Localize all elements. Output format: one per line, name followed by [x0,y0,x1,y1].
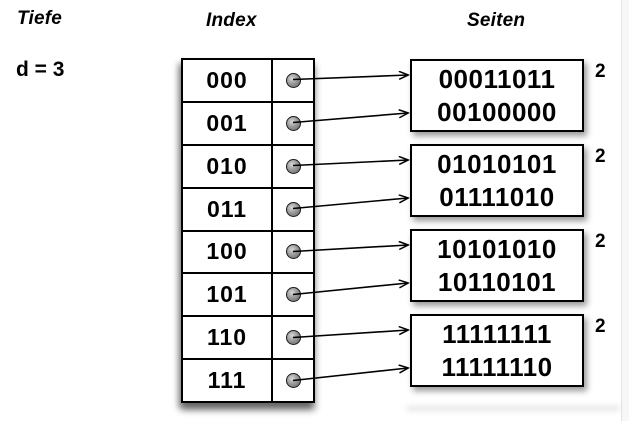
pointer-cell [273,317,313,358]
bottom-shadow [406,406,620,411]
directory-index-table: 000 001 010 011 100 101 110 111 [181,58,315,403]
column-header-pages: Seiten [467,10,526,31]
index-row: 100 [183,231,313,275]
index-row: 110 [183,317,313,361]
index-row: 011 [183,188,313,232]
index-cell-label: 000 [183,60,273,101]
pointer-dot-icon [285,201,301,217]
local-depth-value: 2 [595,231,606,252]
slide-edge-strip [621,0,629,421]
pointer-cell [273,274,313,315]
page-entry: 11111111 [442,318,552,349]
index-cell-label: 100 [183,231,273,273]
pointer-cell [273,189,313,230]
pointer-dot-icon [285,373,301,389]
page-bucket: 00011011 00100000 [410,59,584,132]
page-entry: 11111110 [441,351,553,382]
column-header-depth: Tiefe [17,8,63,29]
page-bucket: 11111111 11111110 [410,314,584,387]
pointer-dot-icon [285,115,301,131]
index-cell-label: 111 [183,360,273,401]
index-row: 010 [183,145,313,189]
page-entry: 01010101 [437,148,557,179]
index-row: 111 [183,360,313,401]
pointer-dot-icon [285,72,301,88]
index-cell-label: 001 [183,102,273,144]
index-cell-label: 101 [183,274,273,316]
pointer-cell [273,103,313,144]
local-depth-value: 2 [595,146,606,167]
index-row: 000 [183,60,313,103]
page-bucket: 10101010 10110101 [410,229,584,302]
global-depth-value: d = 3 [16,58,65,81]
index-cell-label: 010 [183,145,273,187]
page-bucket: 01010101 01111010 [410,144,584,217]
page-entry: 00011011 [438,63,556,94]
pointer-dot-icon [285,287,301,303]
pointer-dot-icon [285,158,301,174]
index-cell-label: 110 [183,317,273,359]
pointer-dot-icon [285,330,301,346]
pointer-cell [273,232,313,273]
page-entry: 01111010 [439,181,555,212]
index-row: 101 [183,274,313,318]
local-depth-value: 2 [595,61,606,82]
page-entry: 10110101 [437,266,557,297]
column-header-index: Index [206,10,257,31]
page-entry: 00100000 [437,96,557,127]
index-cell-label: 011 [183,188,273,230]
pointer-dot-icon [285,244,301,260]
pointer-cell [273,60,313,101]
pointer-cell [273,360,313,401]
pointer-cell [273,146,313,187]
page-entry: 10101010 [437,233,557,264]
local-depth-value: 2 [595,316,606,337]
index-row: 001 [183,102,313,146]
